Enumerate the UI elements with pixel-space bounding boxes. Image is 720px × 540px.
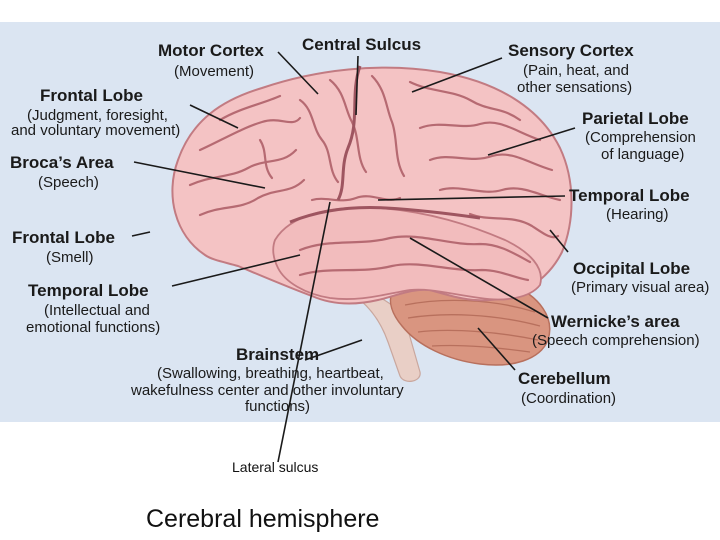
label-brainstem-desc-3: functions): [245, 398, 310, 415]
label-cerebellum-desc: (Coordination): [521, 390, 616, 407]
label-sensory-cortex-desc-1: (Pain, heat, and: [523, 62, 629, 79]
label-brainstem-desc-2: wakefulness center and other involuntary: [130, 382, 404, 399]
label-brainstem-desc-1: (Swallowing, breathing, heartbeat,: [157, 365, 384, 382]
label-wernickes-area: Wernicke’s area: [551, 312, 680, 331]
label-parietal-lobe: Parietal Lobe: [582, 109, 689, 128]
label-wernickes-area-desc: (Speech comprehension): [532, 332, 700, 349]
label-temporal-lobe-left-desc-2: emotional functions): [26, 319, 160, 336]
cerebellum-folia: [404, 299, 541, 353]
label-motor-cortex: Motor Cortex: [158, 41, 264, 60]
central-sulcus-groove: [336, 65, 362, 201]
lateral-sulcus-groove: [289, 206, 481, 224]
label-occipital-lobe-desc: (Primary visual area): [571, 279, 709, 296]
label-frontal-lobe-lower-desc: (Smell): [46, 249, 94, 266]
label-brocas-area: Broca’s Area: [10, 153, 114, 172]
label-frontal-lobe-upper: Frontal Lobe: [40, 86, 143, 105]
label-brocas-area-desc: (Speech): [38, 174, 99, 191]
label-parietal-lobe-desc-2: of language): [601, 146, 684, 163]
label-temporal-lobe-right: Temporal Lobe: [569, 186, 690, 205]
label-motor-cortex-desc: (Movement): [174, 63, 254, 80]
label-parietal-lobe-desc-1: (Comprehension: [585, 129, 696, 146]
cerebrum-gyri: [188, 74, 562, 282]
leader-lines: [131, 51, 576, 463]
cerebral-hemisphere-caption: Cerebral hemisphere: [146, 505, 380, 533]
label-frontal-lobe-upper-desc-2: and voluntary movement): [11, 122, 180, 139]
label-central-sulcus: Central Sulcus: [302, 35, 421, 54]
lateral-sulcus-caption: Lateral sulcus: [232, 459, 319, 475]
label-temporal-lobe-left: Temporal Lobe: [28, 281, 149, 300]
label-sensory-cortex-desc-2: other sensations): [517, 79, 632, 96]
label-frontal-lobe-lower: Frontal Lobe: [12, 228, 115, 247]
label-temporal-lobe-right-desc: (Hearing): [606, 206, 669, 223]
label-temporal-lobe-left-desc-1: (Intellectual and: [44, 302, 150, 319]
label-frontal-lobe-upper-desc-1: (Judgment, foresight,: [27, 107, 168, 124]
label-cerebellum: Cerebellum: [518, 369, 611, 388]
label-sensory-cortex: Sensory Cortex: [508, 41, 634, 60]
label-brainstem: Brainstem: [236, 345, 319, 364]
label-occipital-lobe: Occipital Lobe: [573, 259, 690, 278]
